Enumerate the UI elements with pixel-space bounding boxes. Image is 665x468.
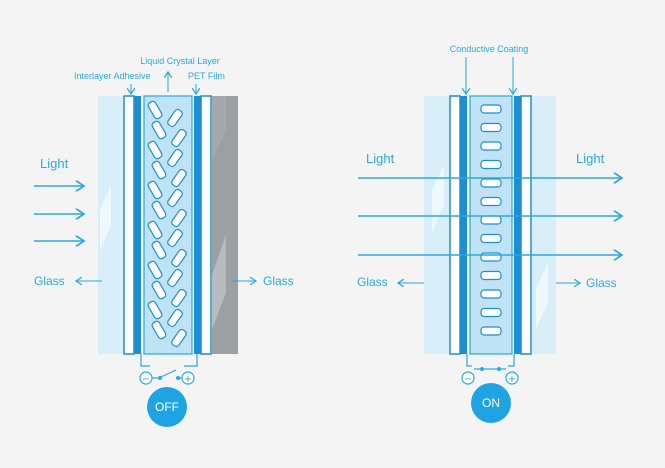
off-crystal-molecule [147, 300, 163, 320]
off-right-glass-reflection [212, 235, 226, 330]
off-left-glass-reflection [100, 185, 111, 250]
on-badge [471, 383, 511, 423]
on-right-interlayer [520, 95, 532, 355]
off-left-interlayer [123, 95, 135, 355]
off-minus-symbol: − [142, 374, 150, 385]
on-crystal-molecule [480, 270, 502, 281]
off-crystal-molecule [167, 148, 183, 168]
label-liquid-crystal-layer: Liquid Crystal Layer [140, 56, 220, 66]
on-crystal-molecule [480, 122, 502, 133]
label-pet-film: PET Film [188, 71, 225, 81]
off-left-pet-film [134, 96, 141, 354]
off-crystal-molecule [151, 200, 167, 220]
off-crystal-molecule [171, 168, 187, 188]
off-crystal-molecule [171, 128, 187, 148]
off-crystal-molecule [151, 240, 167, 260]
open-switch-icon [139, 354, 198, 385]
label-glass-off-right: Glass [263, 274, 294, 288]
off-crystal-molecule [151, 280, 167, 300]
off-crystal-molecule [147, 140, 163, 160]
off-crystal-molecule [167, 308, 183, 328]
off-crystal-molecule [171, 248, 187, 268]
closed-switch-icon [461, 354, 519, 385]
off-crystal-molecule [151, 160, 167, 180]
on-state-panel: Conductive Coating Light Light Glass Gla… [357, 44, 622, 423]
off-crystal-molecule [147, 220, 163, 240]
on-crystal-molecule [480, 104, 502, 114]
off-crystal-molecule [167, 228, 183, 248]
on-crystal-molecule [480, 326, 502, 336]
off-crystal-molecule [171, 208, 187, 228]
on-plus-symbol: + [508, 374, 516, 385]
off-badge-label: OFF [155, 400, 179, 414]
on-right-glass-reflection [536, 262, 548, 330]
on-crystal-molecule [480, 252, 502, 262]
label-interlayer-adhesive: Interlayer Adhesive [74, 71, 151, 81]
label-light-off: Light [40, 156, 69, 171]
off-crystal-molecule [167, 268, 183, 288]
off-right-interlayer [200, 95, 212, 355]
on-crystal-molecule [480, 159, 502, 170]
on-right-conductive-coating [514, 96, 521, 354]
on-crystal-molecule [480, 141, 502, 151]
off-crystal-group [147, 100, 187, 348]
on-crystal-molecule [480, 178, 502, 188]
label-light-on-right: Light [576, 151, 605, 166]
off-plus-symbol: + [184, 374, 192, 385]
off-crystal-molecule [147, 260, 163, 280]
on-left-interlayer [449, 95, 461, 355]
off-crystal-molecule [147, 180, 163, 200]
off-crystal-molecule [147, 100, 163, 120]
off-crystal-molecule [171, 328, 187, 348]
on-right-glass [532, 96, 556, 354]
label-glass-on-right: Glass [586, 276, 617, 290]
off-right-glass-shade [212, 96, 238, 354]
on-left-glass [424, 96, 452, 354]
off-state-panel: Liquid Crystal Layer Interlayer Adhesive… [34, 56, 294, 427]
label-light-on-left: Light [366, 151, 395, 166]
off-right-pet-film [194, 96, 201, 354]
on-left-conductive-coating [460, 96, 467, 354]
off-crystal-molecule [171, 288, 187, 308]
label-glass-off-left: Glass [34, 274, 65, 288]
on-crystal-molecule [480, 196, 502, 207]
on-minus-symbol: − [464, 374, 472, 385]
on-crystal-molecule [480, 289, 502, 299]
off-crystal-molecule [167, 108, 183, 128]
off-crystal-molecule [151, 320, 167, 340]
on-badge-label: ON [482, 396, 500, 410]
off-crystal-molecule [151, 120, 167, 140]
label-conductive-coating: Conductive Coating [450, 44, 529, 54]
off-badge [147, 387, 187, 427]
on-crystal-molecule [480, 215, 502, 225]
off-crystal-molecule [167, 188, 183, 208]
on-crystal-molecule [480, 307, 502, 318]
on-left-glass-reflection [432, 165, 444, 232]
on-crystal-molecule [480, 233, 502, 244]
label-glass-on-left: Glass [357, 275, 388, 289]
